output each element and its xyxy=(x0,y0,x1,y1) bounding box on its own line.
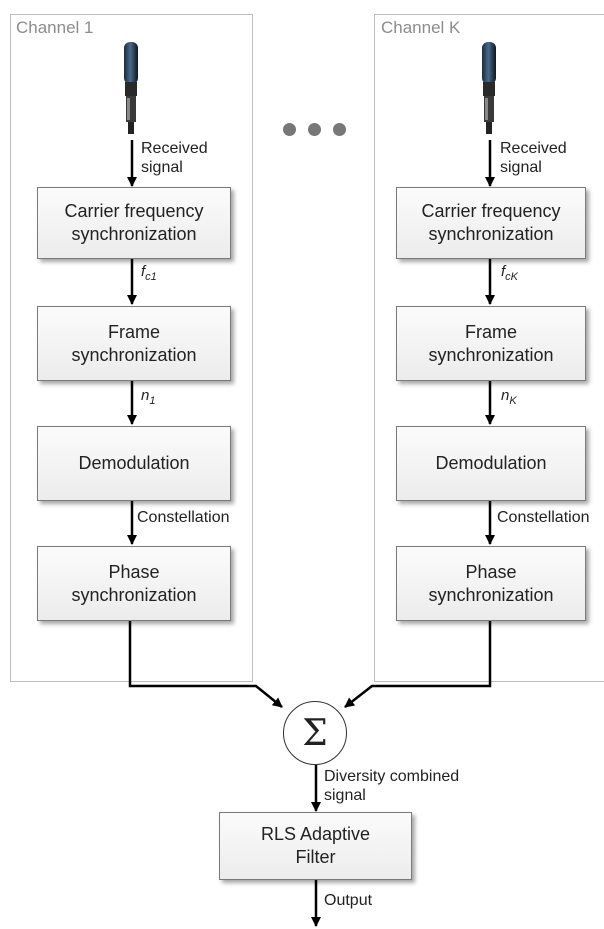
received-signal-label: Received signal xyxy=(141,140,208,176)
constellation-label: Constellation xyxy=(137,509,230,526)
constellation-label: Constellation xyxy=(497,509,590,526)
ellipsis-dot xyxy=(283,123,296,136)
carrier-frequency-symbol: fcK xyxy=(501,263,519,283)
phase-sync-block: Phase synchronization xyxy=(396,546,586,621)
carrier-frequency-symbol: fc1 xyxy=(141,263,157,283)
diversity-combined-label: Diversity combined signal xyxy=(324,768,460,804)
ellipsis-dot xyxy=(333,123,346,136)
received-signal-label: Received signal xyxy=(500,140,567,176)
demodulation-block: Demodulation xyxy=(396,426,586,501)
rls-adaptive-filter-block: RLS Adaptive Filter xyxy=(219,812,412,880)
frame-index-symbol: nK xyxy=(501,387,517,407)
carrier-frequency-sync-block: Carrier frequency synchronization xyxy=(396,187,586,259)
ellipsis-dot xyxy=(308,123,321,136)
carrier-frequency-sync-block: Carrier frequency synchronization xyxy=(37,187,231,259)
frame-index-symbol: n1 xyxy=(141,387,156,407)
hydrophone-icon xyxy=(482,42,496,134)
channel-k-title: Channel K xyxy=(381,18,461,37)
output-label: Output xyxy=(324,892,373,909)
summation-node: Σ xyxy=(283,701,347,765)
demodulation-block: Demodulation xyxy=(37,426,231,501)
channel-1-title: Channel 1 xyxy=(16,18,94,37)
frame-sync-block: Frame synchronization xyxy=(37,306,231,381)
phase-sync-block: Phase synchronization xyxy=(37,546,231,621)
frame-sync-block: Frame synchronization xyxy=(396,306,586,381)
hydrophone-icon xyxy=(124,42,138,134)
